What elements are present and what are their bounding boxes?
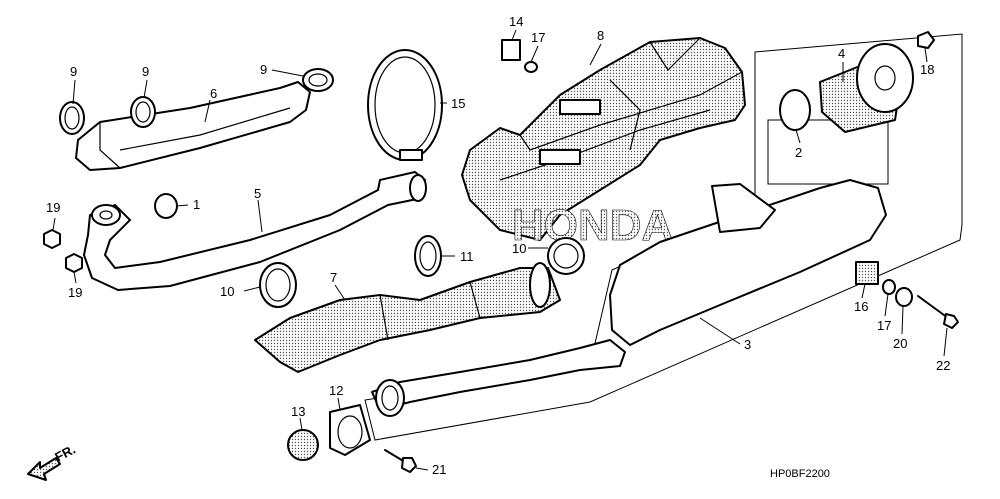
callout-21: 21 [432, 462, 446, 477]
clamp-part-9-c [302, 68, 334, 92]
callout-11: 11 [460, 249, 474, 264]
callout-4: 4 [838, 46, 845, 61]
front-direction-marker: FR. [27, 442, 78, 481]
heat-shield [461, 37, 746, 241]
clamp-part-9-a [59, 101, 85, 135]
bolt-part-18 [917, 31, 935, 49]
exhaust-pipe-part-6 [75, 81, 311, 171]
muffler-part-3 [371, 179, 887, 417]
callout-17-a: 17 [531, 30, 545, 45]
gasket-part-1 [154, 193, 178, 219]
callout-16: 16 [854, 299, 868, 314]
callout-13: 13 [291, 404, 305, 419]
callout-9-c: 9 [260, 62, 267, 77]
clamp-part-11 [414, 235, 442, 277]
band-clamp-part-10-b [547, 237, 585, 275]
callout-3: 3 [744, 337, 751, 352]
callout-2: 2 [795, 145, 802, 160]
callout-10-b: 10 [512, 241, 526, 256]
callout-22: 22 [936, 358, 950, 373]
callout-8: 8 [597, 28, 604, 43]
spark-arrester-part-4 [819, 43, 914, 133]
callout-5: 5 [254, 186, 261, 201]
washer-part-17-a [524, 61, 538, 73]
callout-1: 1 [193, 197, 200, 212]
band-clamp-part-10-a [259, 262, 297, 308]
grommet-part-16 [855, 261, 879, 285]
honda-watermark: HONDA [512, 201, 673, 250]
callout-9-a: 9 [70, 64, 77, 79]
arrow-icon [27, 457, 61, 481]
middle-pipe-part-7 [254, 262, 561, 373]
gasket-part-2 [779, 89, 811, 131]
callout-14: 14 [509, 14, 523, 29]
callout-18: 18 [920, 62, 934, 77]
exhaust-pipe-part-5 [83, 171, 427, 291]
band-part-15 [367, 49, 443, 161]
callout-6: 6 [210, 86, 217, 101]
callout-19-b: 19 [68, 285, 82, 300]
spark-arrester-group-boundary [767, 119, 889, 185]
nut-part-19-a [43, 229, 61, 249]
leader-lines [52, 29, 948, 471]
callout-7: 7 [330, 270, 337, 285]
nut-part-19-b [65, 253, 83, 273]
bolt-part-14 [501, 39, 521, 61]
clamp-part-12 [329, 404, 371, 456]
callout-20: 20 [893, 336, 907, 351]
gasket-part-13 [287, 429, 319, 461]
callout-15: 15 [451, 96, 465, 111]
callout-10-a: 10 [220, 284, 234, 299]
clamp-part-9-b [130, 96, 156, 128]
callout-9-b: 9 [142, 64, 149, 79]
callout-19-a: 19 [46, 200, 60, 215]
washer-part-20 [895, 287, 913, 307]
bolt-part-21 [384, 449, 417, 473]
callout-17-b: 17 [877, 318, 891, 333]
callout-labels: 1 2 3 4 5 6 7 8 9 9 9 10 10 11 12 13 14 … [46, 14, 950, 477]
washer-part-17-b [882, 279, 896, 295]
diagram-code: HP0BF2200 [770, 468, 830, 480]
callout-12: 12 [329, 383, 343, 398]
bolt-part-22 [917, 295, 959, 329]
